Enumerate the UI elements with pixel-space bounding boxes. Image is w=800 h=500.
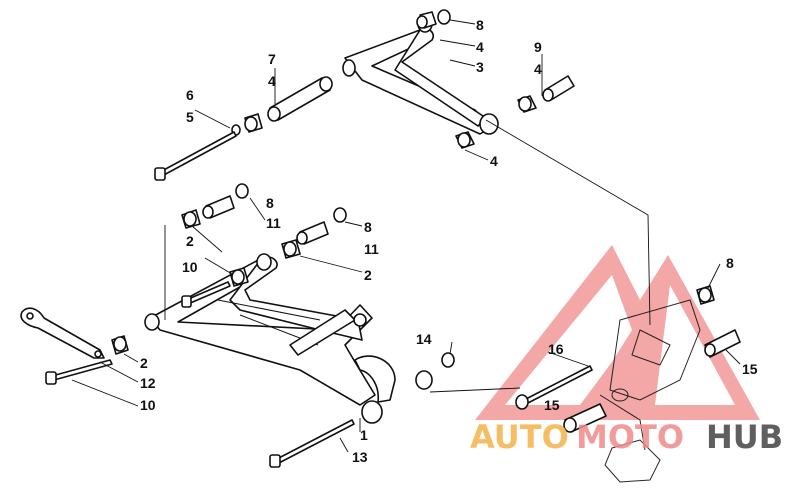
callout-8-mid: 8 bbox=[266, 195, 274, 211]
watermark-triangle bbox=[475, 245, 760, 420]
callout-3: 3 bbox=[476, 59, 484, 75]
watermark-logo bbox=[475, 245, 760, 420]
callout-2-right: 2 bbox=[364, 267, 372, 283]
callout-10-bottom: 10 bbox=[140, 397, 156, 413]
callout-leaders bbox=[71, 19, 741, 453]
callout-14: 14 bbox=[416, 331, 432, 347]
callout-15-bottom: 15 bbox=[544, 397, 560, 413]
callout-2-bottom: 2 bbox=[140, 355, 148, 371]
brand-hub: HUB bbox=[706, 418, 783, 456]
callout-16: 16 bbox=[548, 341, 564, 357]
callout-12: 12 bbox=[140, 375, 156, 391]
callout-8-far-right: 8 bbox=[726, 255, 734, 271]
callout-4-top: 4 bbox=[476, 39, 484, 55]
upper-arm-leader bbox=[485, 119, 651, 326]
watermark-brand: AUTO MOTO HUB bbox=[470, 418, 783, 456]
callout-labels: 8 4 3 9 4 7 4 6 5 4 8 11 8 11 2 10 2 8 1… bbox=[140, 17, 758, 465]
callout-1: 1 bbox=[360, 427, 368, 443]
callout-13: 13 bbox=[352, 449, 368, 465]
callout-8-right: 8 bbox=[364, 219, 372, 235]
callout-9: 9 bbox=[534, 39, 542, 55]
callout-15-right: 15 bbox=[742, 361, 758, 377]
lower-hardware bbox=[20, 183, 741, 468]
callout-10-top: 10 bbox=[182, 259, 198, 275]
lower-a-arm bbox=[144, 253, 433, 424]
brand-auto: AUTO bbox=[470, 418, 569, 456]
callout-5: 5 bbox=[186, 109, 194, 125]
callout-4-left: 4 bbox=[268, 73, 276, 89]
callout-4-bottom: 4 bbox=[490, 153, 498, 169]
upper-hardware bbox=[154, 9, 575, 181]
callout-7: 7 bbox=[268, 51, 276, 67]
lower-leader-right bbox=[429, 387, 521, 393]
spindle-upright bbox=[599, 299, 701, 483]
callout-2-left: 2 bbox=[186, 233, 194, 249]
brand-moto: MOTO bbox=[576, 418, 684, 456]
callout-8-top: 8 bbox=[476, 17, 484, 33]
callout-6: 6 bbox=[186, 87, 194, 103]
callout-11-mid: 11 bbox=[266, 215, 281, 231]
upper-a-arm bbox=[342, 15, 499, 135]
callout-4-right: 4 bbox=[534, 61, 542, 77]
callout-11-right: 11 bbox=[364, 241, 379, 257]
